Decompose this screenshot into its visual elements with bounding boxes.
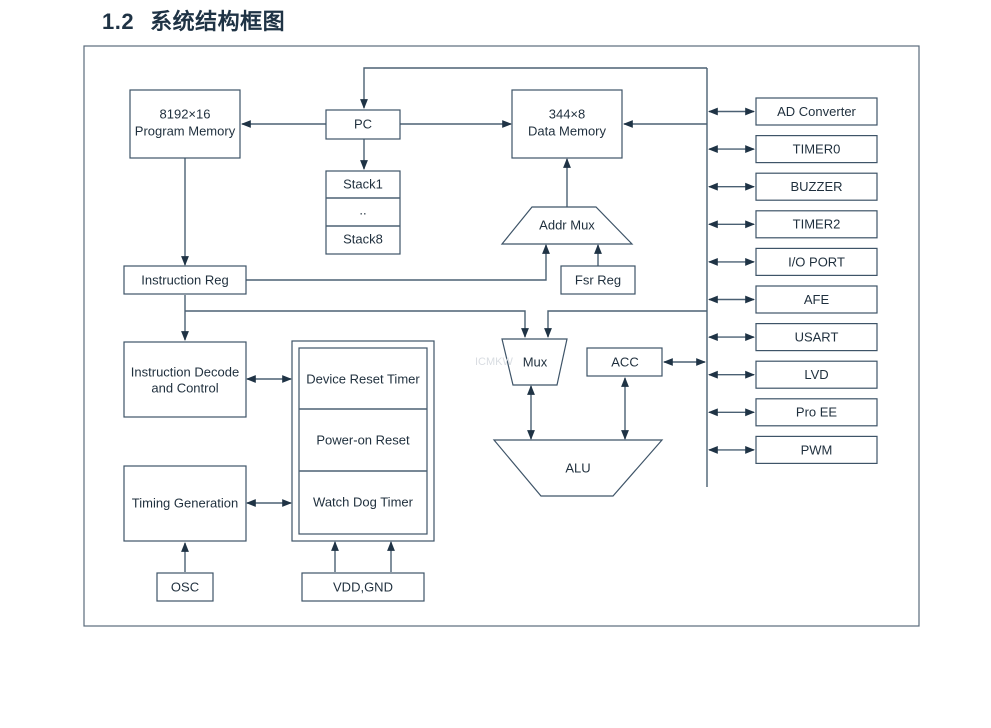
peripheral-box bbox=[755, 247, 878, 276]
power-on-reset-label: Power-on Reset bbox=[316, 432, 410, 447]
program-memory-block: 8192×16 Program Memory bbox=[129, 89, 241, 159]
peripheral-afe: AFE bbox=[755, 285, 878, 314]
program-memory-label: Program Memory bbox=[135, 123, 236, 138]
instruction-reg-to-mux-line bbox=[185, 310, 529, 338]
peripheral-timer2: TIMER2 bbox=[755, 210, 878, 239]
peripheral-box bbox=[755, 97, 878, 126]
stack8-label: Stack8 bbox=[343, 231, 383, 246]
peripheral-lvd: LVD bbox=[755, 360, 878, 389]
addr-mux-label: Addr Mux bbox=[539, 217, 595, 232]
bus-to-mux-line bbox=[544, 310, 707, 338]
instruction-decode-label-1: Instruction Decode bbox=[131, 364, 239, 379]
peripheral-usart: USART bbox=[755, 323, 878, 352]
instruction-decode-block: Instruction Decode and Control bbox=[123, 341, 247, 418]
peripheral-i-o-port: I/O PORT bbox=[755, 247, 878, 276]
peripheral-label: TIMER2 bbox=[793, 217, 841, 232]
peripheral-box bbox=[755, 210, 878, 239]
instruction-decode-label-2: and Control bbox=[151, 380, 218, 395]
peripheral-label: USART bbox=[795, 330, 839, 345]
mux-block: ICMKW Mux bbox=[475, 338, 568, 386]
vdd-gnd-block: VDD,GND bbox=[301, 572, 425, 602]
peripheral-label: TIMER0 bbox=[793, 142, 841, 157]
instruction-reg-label: Instruction Reg bbox=[141, 272, 228, 287]
peripheral-label: AD Converter bbox=[777, 104, 856, 119]
fsr-reg-block: Fsr Reg bbox=[560, 265, 636, 295]
data-memory-label: Data Memory bbox=[528, 123, 607, 138]
stack1-label: Stack1 bbox=[343, 176, 383, 191]
fsr-reg-label: Fsr Reg bbox=[575, 272, 621, 287]
section-title-text: 系统结构框图 bbox=[150, 9, 286, 34]
instruction-reg-to-addr-mux-line bbox=[246, 244, 550, 281]
pc-label: PC bbox=[354, 116, 372, 131]
peripheral-box bbox=[755, 323, 878, 352]
device-reset-timer-label: Device Reset Timer bbox=[306, 371, 420, 386]
data-memory-block: 344×8 Data Memory bbox=[511, 89, 623, 159]
peripheral-label: LVD bbox=[804, 367, 828, 382]
peripheral-label: BUZZER bbox=[791, 179, 843, 194]
peripheral-box bbox=[755, 135, 878, 164]
peripheral-ad-converter: AD Converter bbox=[755, 97, 878, 126]
peripheral-buzzer: BUZZER bbox=[755, 172, 878, 201]
watch-dog-timer-label: Watch Dog Timer bbox=[313, 494, 414, 509]
vdd-gnd-label: VDD,GND bbox=[333, 579, 393, 594]
connections bbox=[181, 67, 708, 572]
acc-block: ACC bbox=[586, 347, 663, 377]
stack-block: Stack1 .. Stack8 bbox=[325, 170, 401, 255]
section-title: 1.2 系统结构框图 bbox=[102, 4, 285, 36]
timing-generation-block: Timing Generation bbox=[123, 465, 247, 542]
peripheral-box bbox=[755, 360, 878, 389]
peripheral-pro-ee: Pro EE bbox=[755, 398, 878, 427]
reset-group-block: Device Reset Timer Power-on Reset Watch … bbox=[291, 340, 435, 542]
alu-block: ALU bbox=[492, 439, 664, 497]
mux-label: Mux bbox=[523, 354, 548, 369]
stack-ellipsis-label: .. bbox=[359, 202, 366, 217]
peripheral-arrows bbox=[708, 107, 755, 454]
osc-block: OSC bbox=[156, 572, 214, 602]
acc-label: ACC bbox=[611, 354, 638, 369]
peripheral-label: Pro EE bbox=[796, 405, 838, 420]
peripheral-box bbox=[755, 172, 878, 201]
data-memory-size: 344×8 bbox=[549, 106, 586, 121]
bus-to-pc-line bbox=[360, 67, 707, 109]
peripheral-label: AFE bbox=[804, 292, 830, 307]
alu-label: ALU bbox=[565, 460, 590, 475]
peripheral-timer0: TIMER0 bbox=[755, 135, 878, 164]
addr-mux-block: Addr Mux bbox=[500, 206, 634, 245]
peripheral-box bbox=[755, 435, 878, 464]
peripheral-box bbox=[755, 285, 878, 314]
timing-generation-label: Timing Generation bbox=[132, 495, 238, 510]
diagram-frame bbox=[83, 45, 920, 627]
program-memory-size: 8192×16 bbox=[160, 106, 211, 121]
osc-label: OSC bbox=[171, 579, 199, 594]
instruction-reg-block: Instruction Reg bbox=[123, 265, 247, 295]
peripheral-pwm: PWM bbox=[755, 435, 878, 464]
section-number: 1.2 bbox=[102, 9, 135, 34]
peripheral-label: I/O PORT bbox=[788, 254, 845, 269]
peripheral-box bbox=[755, 398, 878, 427]
pc-block: PC bbox=[325, 109, 401, 140]
watermark-text: ICMKW bbox=[475, 356, 514, 368]
peripheral-label: PWM bbox=[801, 442, 833, 457]
